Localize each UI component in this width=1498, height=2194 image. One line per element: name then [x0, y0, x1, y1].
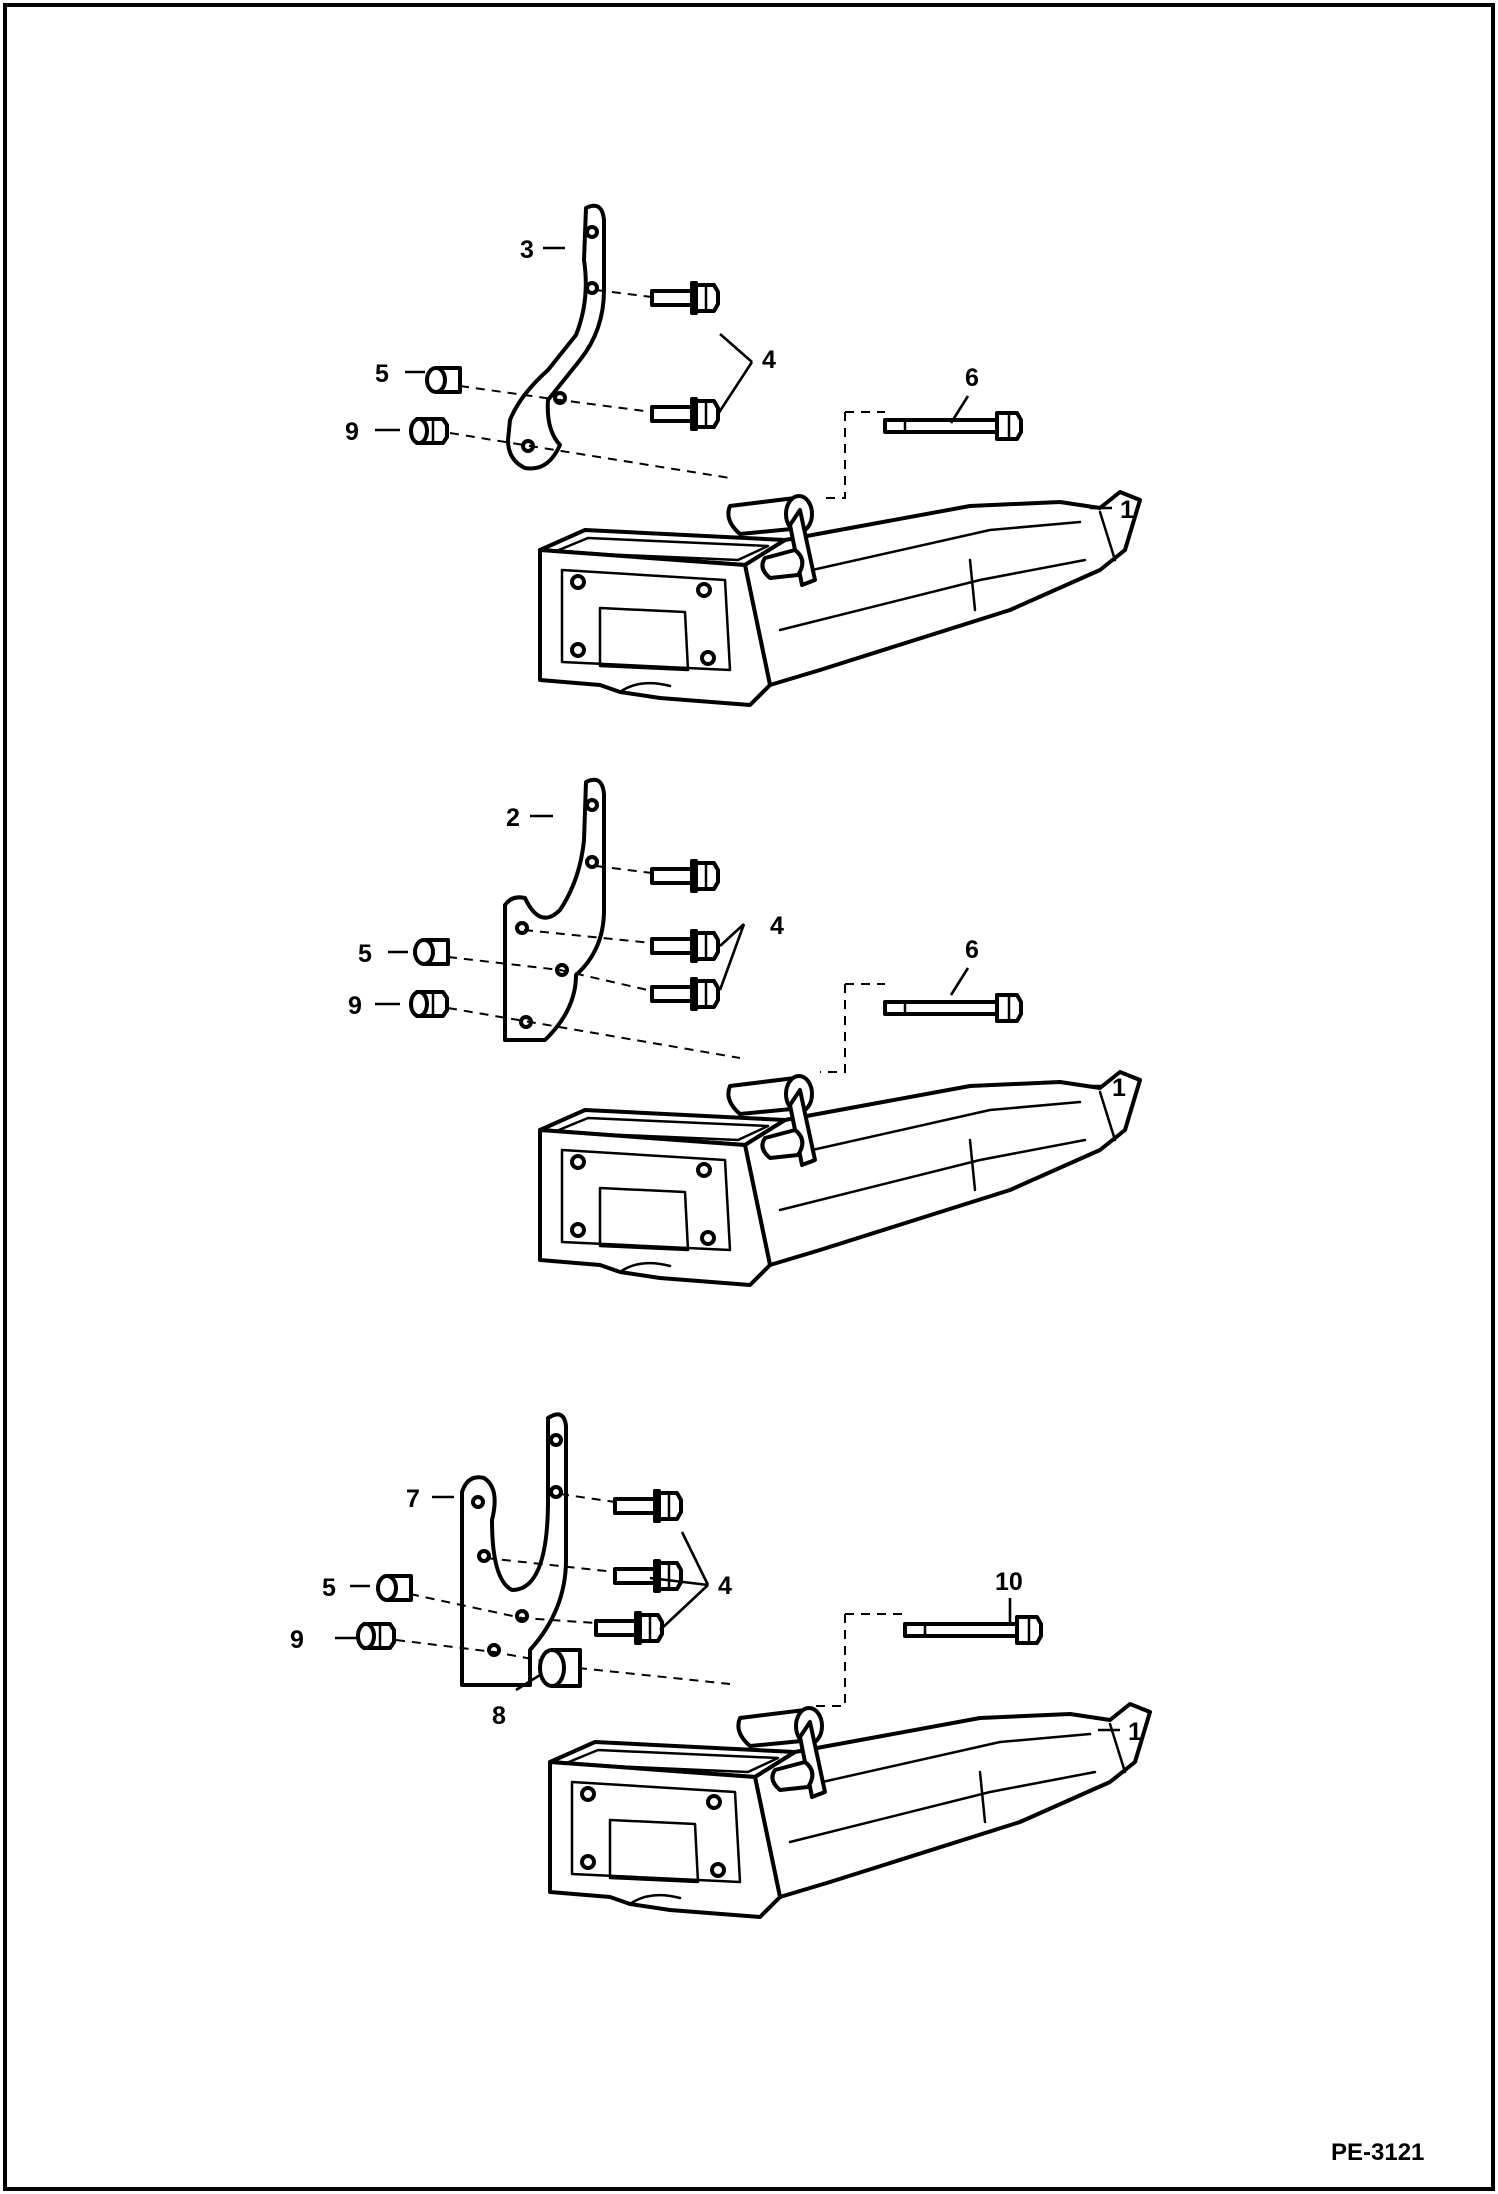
swing-frame-1 — [538, 490, 1142, 707]
mount-bracket-2 — [503, 777, 606, 1042]
bolt-4c — [650, 977, 720, 1011]
spacer-5 — [425, 366, 462, 394]
callout-9: 9 — [348, 992, 362, 1020]
callout-10: 10 — [995, 1568, 1023, 1596]
callout-7: 7 — [406, 1485, 420, 1513]
figure-reference: PE-3121 — [1331, 2139, 1424, 2166]
bolt-4a — [650, 281, 720, 315]
callout-6: 6 — [965, 936, 979, 964]
view-1: 3 4 5 6 9 1 — [345, 203, 1142, 707]
long-bolt-10 — [903, 1615, 1043, 1645]
callout-1: 1 — [1112, 1074, 1126, 1102]
long-bolt-6 — [883, 993, 1023, 1023]
callout-1: 1 — [1120, 496, 1134, 524]
view-3: 7 4 5 10 9 8 1 — [290, 1412, 1152, 1919]
long-bolt-6 — [883, 411, 1023, 441]
callout-1: 1 — [1128, 1718, 1142, 1746]
callout-4: 4 — [770, 912, 784, 940]
bolt-4b — [650, 929, 720, 963]
callout-4: 4 — [762, 346, 776, 374]
callout-5: 5 — [358, 940, 372, 968]
callout-8: 8 — [492, 1702, 506, 1730]
callout-4: 4 — [718, 1572, 732, 1600]
callout-6: 6 — [965, 364, 979, 392]
nut-9 — [356, 1622, 396, 1650]
callout-5: 5 — [375, 360, 389, 388]
nut-9 — [409, 417, 449, 445]
swing-frame-1 — [548, 1702, 1152, 1919]
swing-frame-1 — [538, 1070, 1142, 1287]
bolt-4b — [613, 1559, 683, 1593]
callout-2: 2 — [506, 804, 520, 832]
bolt-4a — [613, 1489, 683, 1523]
page-border — [3, 3, 1495, 2191]
callout-3: 3 — [520, 236, 534, 264]
spacer-5 — [413, 938, 450, 966]
callout-5: 5 — [322, 1574, 336, 1602]
mount-bracket-3 — [506, 203, 606, 471]
bolt-4c — [594, 1611, 664, 1645]
bolt-4b — [650, 397, 720, 431]
view-2: 2 4 5 6 9 1 — [348, 777, 1142, 1287]
spacer-8 — [538, 1648, 582, 1688]
callout-9: 9 — [345, 418, 359, 446]
bolt-4a — [650, 859, 720, 893]
callout-9: 9 — [290, 1626, 304, 1654]
nut-9 — [409, 990, 449, 1018]
spacer-5 — [376, 1574, 413, 1602]
mount-bracket-7 — [460, 1412, 568, 1687]
